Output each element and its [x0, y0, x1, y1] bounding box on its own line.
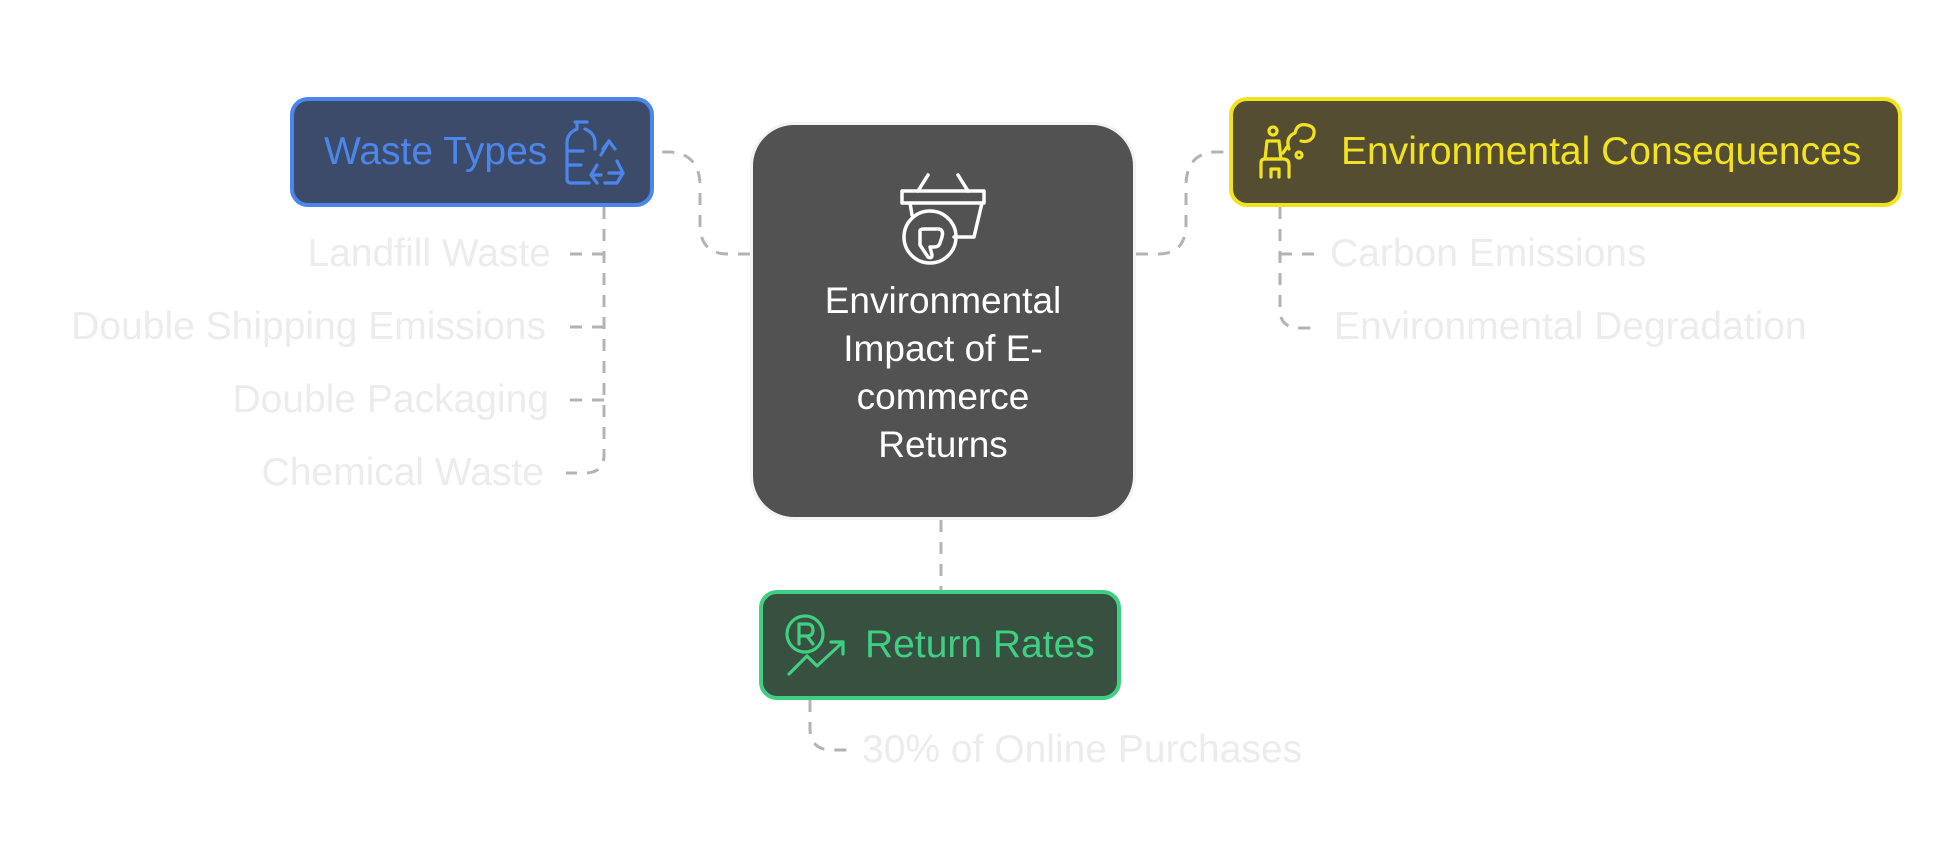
bottle-recycle-icon [565, 120, 625, 185]
connector-returns-trunk [808, 700, 850, 752]
category-label: Waste Types [324, 130, 548, 173]
category-waste-types: Waste Types [290, 97, 654, 207]
returns-trend-icon [785, 614, 845, 676]
category-return-rates: Return Rates [759, 590, 1121, 700]
leaf-waste-item: Landfill Waste [307, 232, 551, 275]
category-environmental-consequences: Environmental Consequences [1229, 97, 1902, 207]
connector-center-waste [656, 150, 750, 256]
central-topic-title: Environmental Impact of E-commerce Retur… [824, 280, 1062, 465]
category-label: Return Rates [865, 623, 1095, 666]
leaf-env-item: Environmental Degradation [1334, 305, 1807, 348]
basket-thumbs-down-icon [900, 173, 986, 265]
category-label: Environmental Consequences [1341, 130, 1862, 173]
leaf-waste-item: Double Shipping Emissions [71, 305, 546, 348]
leaf-returns-item: 30% of Online Purchases [862, 728, 1303, 771]
leaf-waste-item: Chemical Waste [261, 451, 544, 494]
leaf-env-item: Carbon Emissions [1330, 232, 1647, 275]
leaf-waste-item: Double Packaging [232, 378, 549, 421]
connector-env-trunk [1278, 207, 1318, 330]
connector-center-env [1136, 150, 1229, 256]
factory-smoke-icon [1259, 123, 1316, 179]
central-topic: Environmental Impact of E-commerce Retur… [750, 122, 1136, 520]
connector-waste-trunk [566, 207, 606, 475]
